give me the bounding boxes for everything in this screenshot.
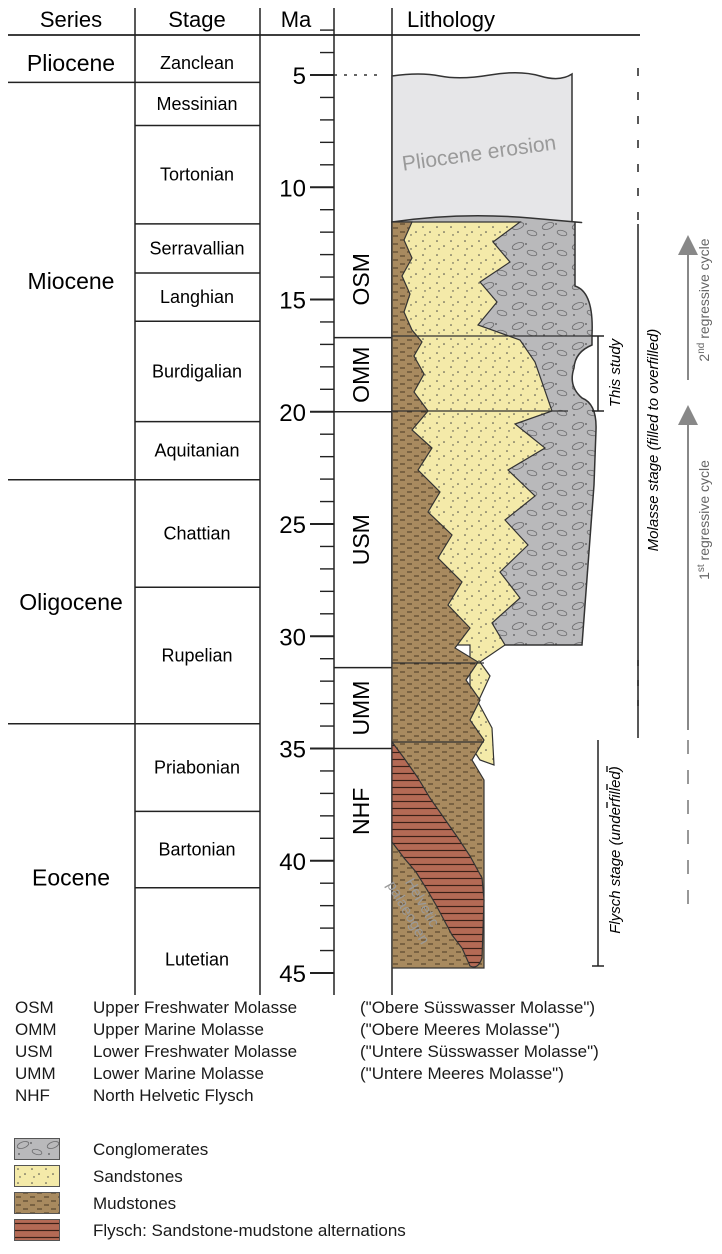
unit-legend-english: North Helvetic Flysch: [93, 1086, 254, 1106]
ma-tick-label: 30: [279, 624, 306, 651]
unit-legend-abbr: UMM: [15, 1064, 56, 1084]
unit-legend-english: Upper Marine Molasse: [93, 1020, 264, 1040]
unit-legend-german: ("Untere Meeres Molasse"): [360, 1064, 564, 1084]
unit-label: OMM: [348, 347, 374, 403]
molasse-stage-label: Molasse stage (filled to overfilled): [645, 329, 662, 552]
unit-label: UMM: [348, 681, 374, 736]
header-ma: Ma: [281, 7, 312, 32]
lithology-legend-label: Sandstones: [93, 1167, 183, 1187]
stage-label: Rupelian: [161, 646, 232, 666]
lithology-legend-label: Conglomerates: [93, 1140, 208, 1160]
unit-label: OSM: [348, 253, 374, 305]
flysch-stage-label: Flysch stage (underfilled): [607, 766, 624, 934]
ma-tick-label: 45: [279, 961, 306, 988]
stage-label: Zanclean: [160, 53, 234, 73]
unit-legend-german: ("Obere Süsswasser Molasse"): [360, 998, 595, 1018]
unit-legend-abbr: USM: [15, 1042, 53, 1062]
stage-label: Langhian: [160, 287, 234, 307]
unit-legend-english: Lower Marine Molasse: [93, 1064, 264, 1084]
series-label: Eocene: [32, 864, 110, 890]
ma-tick-label: 10: [279, 175, 306, 202]
this-study-label: This study: [607, 337, 624, 407]
series-label: Oligocene: [19, 589, 123, 615]
flysch-swatch: [14, 1219, 60, 1241]
stage-label: Chattian: [163, 524, 230, 544]
mudstone-swatch: [14, 1192, 60, 1214]
unit-legend-english: Upper Freshwater Molasse: [93, 998, 297, 1018]
cycle1-label: 1st regressive cycle: [696, 460, 713, 580]
stage-label: Messinian: [156, 94, 237, 114]
sandstone-swatch: [14, 1165, 60, 1187]
conglomerate-swatch: [14, 1138, 60, 1160]
lithology-legend-label: Flysch: Sandstone-mudstone alternations: [93, 1221, 406, 1241]
unit-legend-german: ("Obere Meeres Molasse"): [360, 1020, 560, 1040]
stage-label: Tortonian: [160, 165, 234, 185]
unit-legend-german: ("Untere Süsswasser Molasse"): [360, 1042, 599, 1062]
stage-label: Priabonian: [154, 758, 240, 778]
unit-label: NHF: [348, 788, 374, 835]
series-label: Pliocene: [27, 50, 115, 76]
stage-label: Burdigalian: [152, 361, 242, 381]
cycle2-label: 2nd regressive cycle: [696, 238, 713, 361]
unit-legend-abbr: OSM: [15, 998, 54, 1018]
ma-tick-label: 40: [279, 849, 306, 876]
unit-legend-abbr: NHF: [15, 1086, 50, 1106]
ma-tick-label: 5: [293, 63, 306, 90]
stratigraphic-chart: Series Stage Ma Lithology PlioceneMiocen…: [0, 0, 722, 995]
stage-label: Serravallian: [149, 238, 244, 258]
unit-legend-abbr: OMM: [15, 1020, 57, 1040]
series-label: Miocene: [28, 268, 115, 294]
unit-legend-english: Lower Freshwater Molasse: [93, 1042, 297, 1062]
header-stage: Stage: [168, 7, 226, 32]
unit-label: USM: [348, 514, 374, 565]
lithology-column: [392, 73, 596, 968]
stage-label: Aquitanian: [154, 441, 239, 461]
header-lithology: Lithology: [407, 7, 495, 32]
header-series: Series: [40, 7, 102, 32]
lithology-legend-label: Mudstones: [93, 1194, 176, 1214]
stage-label: Bartonian: [158, 840, 235, 860]
ma-tick-label: 20: [279, 400, 306, 427]
this-study-bracket: [592, 336, 604, 411]
ma-tick-label: 25: [279, 512, 306, 539]
ma-tick-label: 15: [279, 288, 306, 315]
ma-tick-label: 35: [279, 737, 306, 764]
stage-label: Lutetian: [165, 949, 229, 969]
